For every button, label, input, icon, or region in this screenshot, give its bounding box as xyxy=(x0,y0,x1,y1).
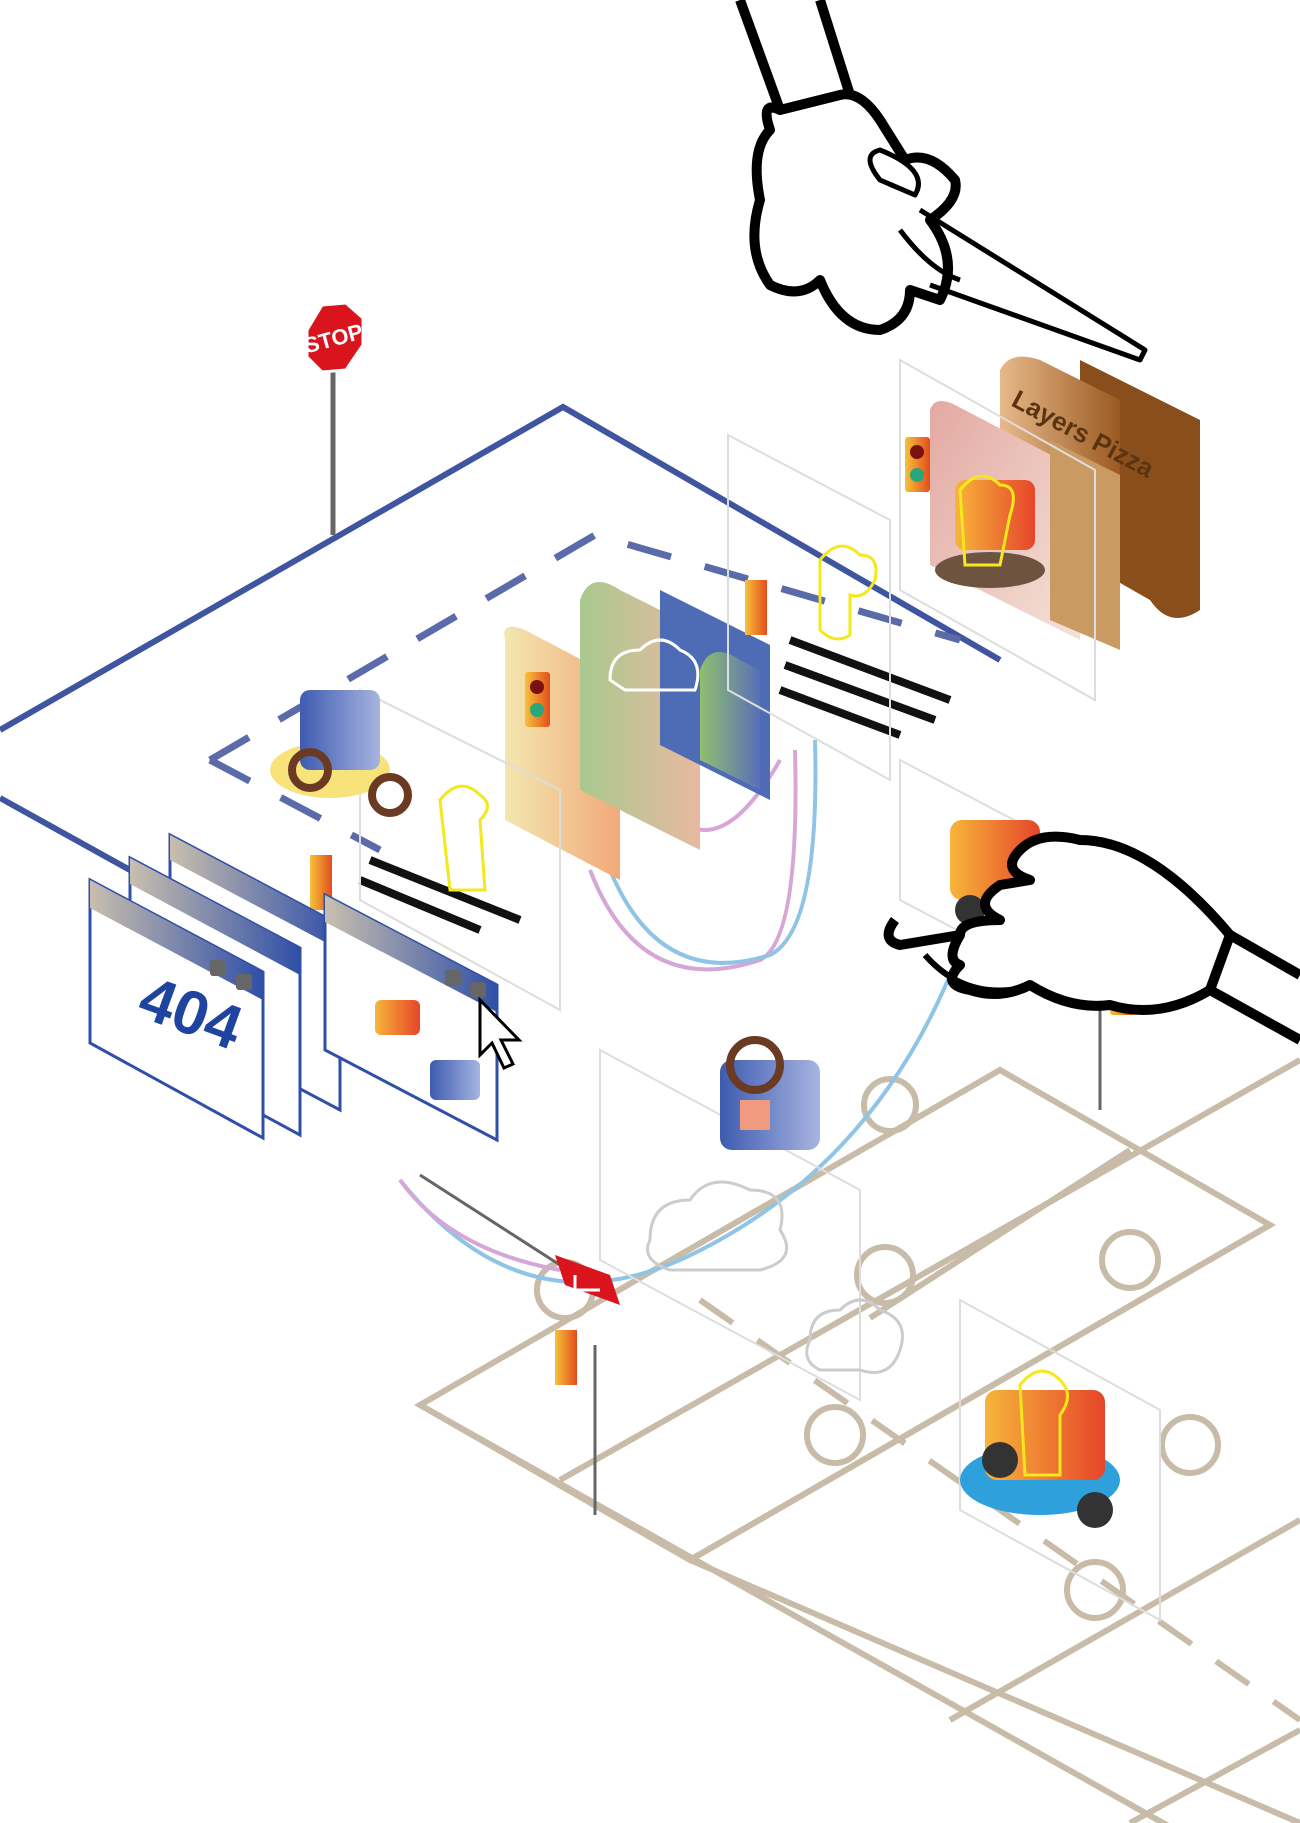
hand-holding-scooter xyxy=(883,831,1300,1045)
scooter-blue-icon xyxy=(720,1036,820,1150)
minimize-button[interactable] xyxy=(210,960,226,976)
traffic-light-icon xyxy=(745,580,767,635)
cloud-outlines xyxy=(608,638,904,1374)
beige-street-grid xyxy=(413,1057,1300,1823)
blue-dashed-outline xyxy=(208,531,961,854)
mouse-cursor-icon xyxy=(478,996,523,1070)
scooter-blue-icon xyxy=(270,690,412,817)
delivery-scooters xyxy=(270,480,1120,1528)
traffic-light-icon xyxy=(525,672,550,727)
gradient-panels xyxy=(504,582,770,880)
close-button[interactable] xyxy=(236,974,252,990)
minimize-button[interactable] xyxy=(445,970,461,986)
scooter-orange-icon xyxy=(935,480,1045,588)
traffic-light-icon xyxy=(555,1330,597,1515)
traffic-light-icon xyxy=(905,437,930,492)
scooter-orange-icon xyxy=(960,1390,1120,1528)
browser-windows: 404 xyxy=(88,832,523,1143)
error-window: 404 xyxy=(88,877,265,1141)
traffic-lights xyxy=(310,437,1135,1515)
close-button[interactable] xyxy=(470,982,486,998)
scooter-blue-icon xyxy=(430,1060,480,1100)
blue-plane-outline xyxy=(0,403,1002,873)
scooter-orange-icon xyxy=(375,1000,420,1035)
yellow-outline-characters xyxy=(438,474,1069,1477)
stop-sign: STOP xyxy=(302,301,366,535)
hand-with-scissors xyxy=(735,0,1148,363)
browser-window xyxy=(323,892,499,1143)
turn-arrow-sign xyxy=(419,1173,620,1305)
